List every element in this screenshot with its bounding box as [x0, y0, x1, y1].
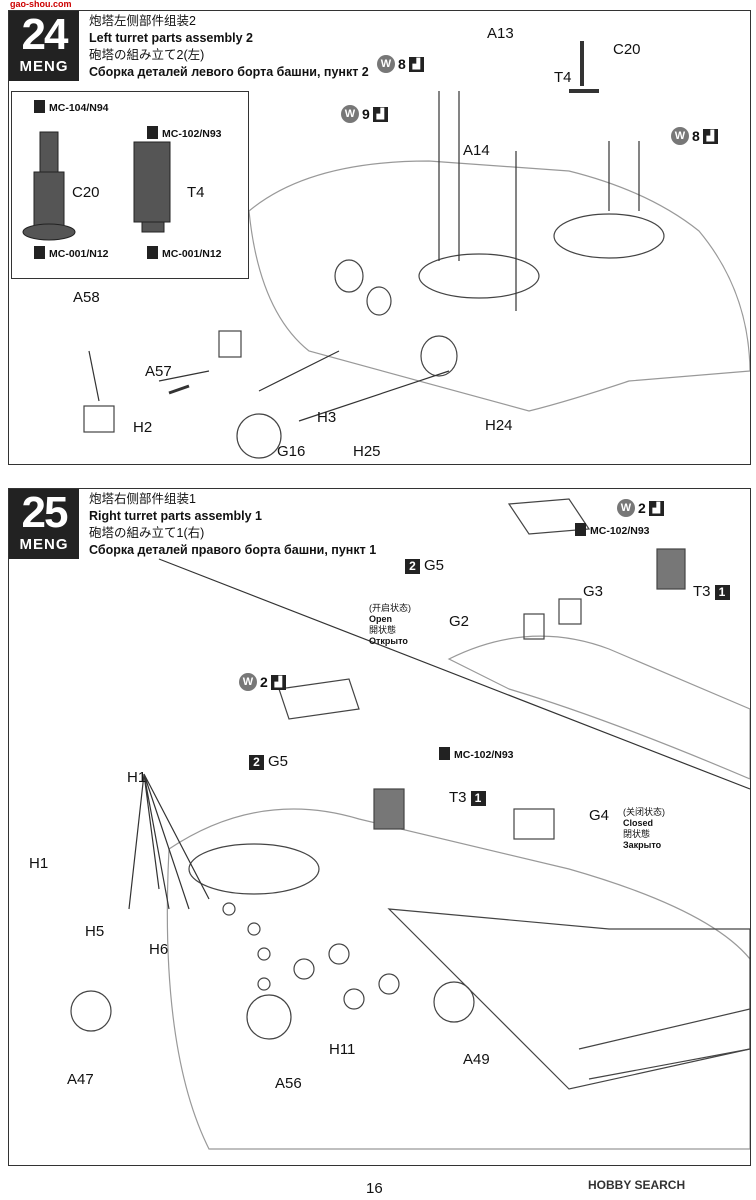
part-label: H25 [353, 443, 381, 460]
painting-inset: MC-104/N94 MC-102/N93 MC-001/N12 MC-001/… [11, 91, 249, 279]
w-icon: W [341, 105, 359, 123]
title-ja: 砲塔の組み立て1(右) [89, 526, 205, 540]
paint-code: MC-001/N12 [147, 246, 222, 260]
w-icon: W [239, 673, 257, 691]
part-label: T4 [554, 69, 572, 86]
title-ja: 砲塔の組み立て2(左) [89, 48, 205, 62]
part-label: C20 [613, 41, 641, 58]
part-label: A56 [275, 1075, 302, 1092]
title-en: Left turret parts assembly 2 [89, 31, 253, 45]
step-25-panel: 25 MENG 炮塔右侧部件组装1 Right turret parts ass… [8, 488, 751, 1166]
paint-code: MC-102/N93 [439, 747, 514, 761]
part-label: A58 [73, 289, 100, 306]
step-titles: 炮塔左侧部件组装2 Left turret parts assembly 2 砲… [89, 13, 369, 81]
title-zh: 炮塔左侧部件组装2 [89, 14, 196, 28]
part-label: A49 [463, 1051, 490, 1068]
boot-icon: ▟ [648, 500, 664, 516]
part-label: G16 [277, 443, 306, 460]
turret-right-drawing [70, 498, 750, 1150]
page-number: 16 [366, 1180, 383, 1197]
boot-icon: ▟ [372, 106, 388, 122]
title-zh: 炮塔右侧部件组装1 [89, 492, 196, 506]
boot-icon: ▟ [702, 128, 718, 144]
part-label: H2 [133, 419, 153, 436]
part-label: H1 [29, 855, 49, 872]
step-24-panel: 24 MENG 炮塔左侧部件组装2 Left turret parts asse… [8, 10, 751, 465]
boot-icon: ▟ [270, 674, 286, 690]
part-label: H6 [149, 941, 169, 958]
paint-code: MC-001/N12 [34, 246, 109, 260]
part-label: A47 [67, 1071, 94, 1088]
title-ru: Сборка деталей правого борта башни, пунк… [89, 543, 377, 557]
part-label: A14 [463, 142, 490, 159]
step-number-badge: 25 MENG [9, 489, 79, 559]
part-label: A57 [145, 363, 172, 380]
part-label: H11 [329, 1041, 356, 1058]
part-label: T4 [187, 184, 205, 201]
part-label: H3 [317, 409, 337, 426]
brand-logo: MENG [19, 58, 69, 75]
step-number: 24 [21, 10, 69, 59]
boot-icon: ▟ [408, 56, 424, 72]
hobby-search-watermark: HOBBY SEARCH [588, 1178, 686, 1192]
brand-logo: MENG [19, 536, 69, 553]
part-label: A13 [487, 25, 514, 42]
paint-code: MC-102/N93 [147, 126, 222, 140]
step-number-badge: 24 MENG [9, 11, 79, 81]
site-watermark: gao-shou.com [8, 0, 74, 9]
title-ru: Сборка деталей левого борта башни, пункт… [89, 65, 369, 79]
step-titles: 炮塔右侧部件组装1 Right turret parts assembly 1 … [89, 491, 376, 559]
part-label: G2 [449, 613, 470, 630]
paint-code: MC-102/N93 [575, 523, 650, 537]
part-label: G3 [583, 583, 604, 600]
part-label: H5 [85, 923, 105, 940]
painted-parts-drawing [22, 131, 171, 241]
part-label: C20 [72, 184, 100, 201]
part-label: G4 [589, 807, 610, 824]
w-icon: W [617, 499, 635, 517]
turret-left-drawing [83, 41, 750, 459]
paint-code: MC-104/N94 [34, 100, 109, 114]
part-label: H24 [485, 417, 513, 434]
w-icon: W [377, 55, 395, 73]
title-en: Right turret parts assembly 1 [89, 509, 262, 523]
part-label: H1 [127, 769, 147, 786]
step-number: 25 [21, 488, 69, 537]
w-icon: W [671, 127, 689, 145]
